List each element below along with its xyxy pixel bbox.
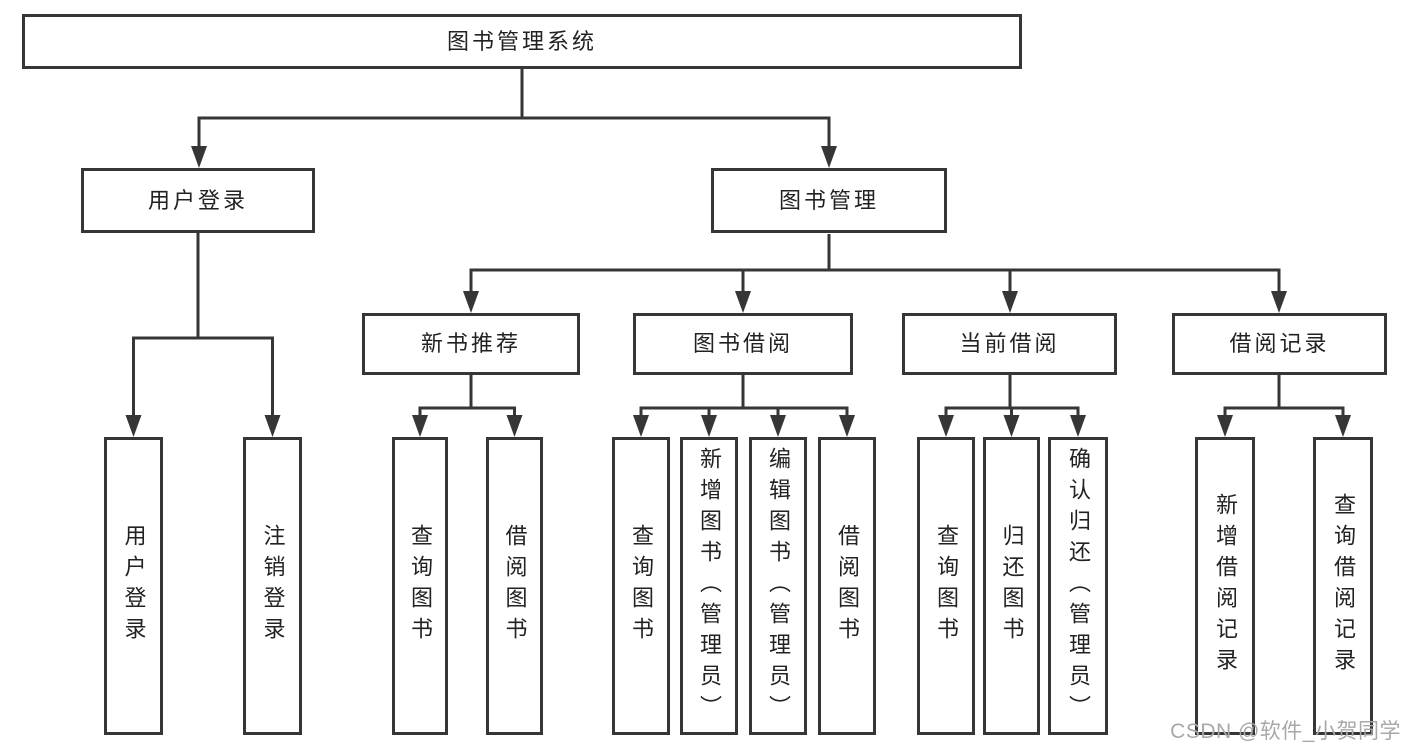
leaf-query-borrow-record: 查询借阅记录	[1313, 437, 1373, 735]
node-label: 新书推荐	[420, 331, 521, 356]
leaf-label: 确认归还（管理员）	[1066, 446, 1091, 726]
leaf-confirm-return-admin: 确认归还（管理员）	[1048, 437, 1108, 735]
node-user-login: 用户登录	[81, 168, 315, 233]
leaf-label: 编辑图书（管理员）	[766, 446, 791, 726]
node-book-borrowing: 图书借阅	[633, 313, 853, 375]
arrowheads	[125, 146, 1351, 437]
node-label: 图书管理	[778, 187, 879, 213]
node-borrowing-records: 借阅记录	[1172, 313, 1387, 375]
csdn-watermark: CSDN @软件_小贺同学	[1170, 720, 1401, 743]
node-label: 用户登录	[147, 187, 248, 213]
node-label: 当前借阅	[959, 331, 1060, 356]
leaf-label: 用户登录	[121, 524, 147, 648]
node-new-book-recommend: 新书推荐	[362, 313, 580, 375]
leaf-borrow-books-1: 借阅图书	[486, 437, 543, 735]
leaf-label: 归还图书	[999, 524, 1025, 648]
connector-lines	[132, 69, 1345, 421]
leaf-add-books-admin: 新增图书（管理员）	[680, 437, 738, 735]
connector-userlogin-to-leaves	[132, 233, 274, 421]
connector-currentborrow-to-leaves	[944, 375, 1080, 421]
node-library-management-system: 图书管理系统	[22, 14, 1022, 69]
connector-borrowrecord-to-leaves	[1223, 375, 1345, 421]
connector-root-to-level2	[197, 69, 831, 150]
leaf-edit-books-admin: 编辑图书（管理员）	[749, 437, 807, 735]
leaf-label: 查询借阅记录	[1331, 493, 1356, 679]
leaf-label: 新增借阅记录	[1213, 493, 1238, 679]
leaf-label: 查询图书	[629, 524, 654, 648]
leaf-label: 借阅图书	[502, 524, 528, 648]
node-current-borrowing: 当前借阅	[902, 313, 1117, 375]
node-book-management: 图书管理	[711, 168, 947, 233]
leaf-label: 注销登录	[260, 524, 286, 648]
leaf-label: 新增图书（管理员）	[697, 446, 722, 726]
leaf-user-login: 用户登录	[104, 437, 163, 735]
leaf-logout: 注销登录	[243, 437, 302, 735]
leaf-add-borrow-record: 新增借阅记录	[1195, 437, 1255, 735]
connector-bookborrow-to-leaves	[639, 375, 849, 421]
leaf-query-books-1: 查询图书	[392, 437, 448, 735]
leaf-query-books-2: 查询图书	[612, 437, 670, 735]
connector-newbook-to-leaves	[418, 375, 516, 421]
leaf-label: 查询图书	[408, 524, 433, 648]
leaf-return-books: 归还图书	[983, 437, 1040, 735]
leaf-borrow-books-2: 借阅图书	[818, 437, 876, 735]
leaf-label: 借阅图书	[835, 524, 860, 648]
leaf-query-books-3: 查询图书	[917, 437, 975, 735]
node-label: 图书管理系统	[446, 28, 597, 54]
node-label: 借阅记录	[1229, 331, 1330, 356]
leaf-label: 查询图书	[934, 524, 959, 648]
node-label: 图书借阅	[692, 331, 793, 356]
connector-bookmgmt-to-level3	[469, 234, 1281, 297]
